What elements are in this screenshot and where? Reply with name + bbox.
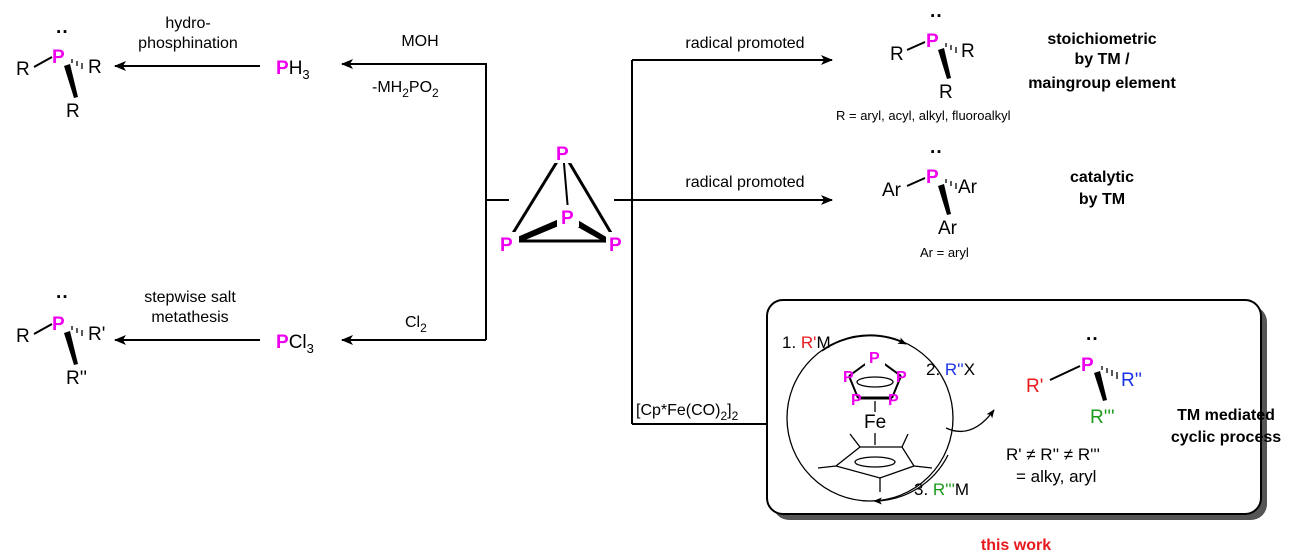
ar-definition: Ar = aryl xyxy=(920,245,969,260)
reagent-chlorine: Cl2 xyxy=(405,314,427,335)
phosphorus-atom: P xyxy=(609,235,622,256)
cycle-circle xyxy=(786,334,954,502)
product-trialkylphosphine: ·· R P R R xyxy=(16,22,102,122)
phosphorus-atom: P xyxy=(843,369,854,386)
r-definition: R = aryl, acyl, alkyl, fluoroalkyl xyxy=(836,108,1011,123)
substituent-rdoubleprime: R'' xyxy=(1121,370,1142,391)
lone-pair-dots: ·· xyxy=(930,6,943,27)
phosphorus-atom: P xyxy=(1081,355,1094,376)
substituent-ar: Ar xyxy=(882,180,902,201)
substituent-r: R xyxy=(88,57,102,78)
description: TM mediated xyxy=(1177,407,1275,424)
phosphorus-atom: P xyxy=(500,235,513,256)
phosphorus-atom: P xyxy=(556,144,569,165)
reagent-cpfe: [Cp*Fe(CO)2]2 xyxy=(636,402,739,423)
substituent-condition: = alky, aryl xyxy=(1016,467,1096,486)
cycle-arrow-bottom xyxy=(873,454,949,505)
cycle-step-1: 1. R'M xyxy=(782,333,831,352)
reagent-moh: MOH xyxy=(401,33,438,50)
cycle-arrow-top xyxy=(821,335,907,352)
substituent-r: R xyxy=(16,326,30,347)
substituent-rdoubleprime: R'' xyxy=(66,368,87,389)
this-work-label: this work xyxy=(981,537,1051,554)
substituent-ar: Ar xyxy=(938,218,958,239)
substituent-r: R xyxy=(890,44,904,65)
phosphorus-atom: P xyxy=(869,350,880,367)
phosphorus-atom: P xyxy=(926,167,939,188)
substituent-rtripleprime: R''' xyxy=(1090,407,1115,428)
lone-pair-dots: ·· xyxy=(1086,329,1099,350)
cyclo-p5-ligand: P P P P P xyxy=(843,346,907,409)
white-phosphorus-p4: P P P P xyxy=(497,141,628,256)
description: maingroup element xyxy=(1028,75,1176,92)
substituent-r: R xyxy=(961,41,975,62)
substituent-r: R xyxy=(16,59,30,80)
cp-star-ligand xyxy=(817,433,933,492)
release-arrow xyxy=(945,409,995,433)
phosphine-ph3: PH3 xyxy=(276,58,310,82)
step-label: hydro- xyxy=(165,15,210,32)
lone-pair-dots: ·· xyxy=(56,22,69,43)
substituent-r: R xyxy=(66,101,80,122)
phosphorus-trichloride: PCl3 xyxy=(276,332,314,356)
iron-atom: Fe xyxy=(864,412,886,433)
description: by TM / xyxy=(1074,51,1130,68)
phosphorus-atom: P xyxy=(851,392,862,409)
description: catalytic xyxy=(1070,169,1134,186)
description: cyclic process xyxy=(1171,429,1281,446)
lone-pair-dots: ·· xyxy=(56,287,69,308)
phosphorus-atom: P xyxy=(896,369,907,386)
description: by TM xyxy=(1079,191,1125,208)
step-label: metathesis xyxy=(151,309,228,326)
description: stoichiometric xyxy=(1047,31,1156,48)
phosphorus-atom: P xyxy=(926,31,939,52)
phosphorus-atom: P xyxy=(52,314,65,335)
arrow-label: radical promoted xyxy=(685,35,804,52)
phosphorus-atom: P xyxy=(52,47,65,68)
product-triarylphosphine: ·· Ar P Ar Ar xyxy=(882,142,978,239)
substituent-condition: R' ≠ R'' ≠ R''' xyxy=(1006,445,1100,464)
arrow-label: radical promoted xyxy=(685,174,804,191)
reagent-byproduct: -MH2PO2 xyxy=(372,79,439,100)
substituent-r: R xyxy=(939,82,953,103)
cycle-step-3: 3. R'''M xyxy=(914,480,969,499)
product-chiral-phosphine: ·· R' P R'' R''' xyxy=(1026,329,1142,428)
product-mixed-phosphine: ·· R P R' R'' xyxy=(16,287,105,389)
phosphorus-atom: P xyxy=(561,208,574,229)
this-work-box xyxy=(766,299,1262,515)
step-label: phosphination xyxy=(138,35,238,52)
lone-pair-dots: ·· xyxy=(930,142,943,163)
substituent-ar: Ar xyxy=(958,177,978,198)
step-label: stepwise salt xyxy=(144,289,236,306)
phosphorus-atom: P xyxy=(888,392,899,409)
product-phosphine-r3: ·· R P R R xyxy=(890,6,975,103)
substituent-rprime: R' xyxy=(1026,376,1043,397)
substituent-rprime: R' xyxy=(88,324,105,345)
cycle-step-2: 2. R''X xyxy=(926,360,975,379)
